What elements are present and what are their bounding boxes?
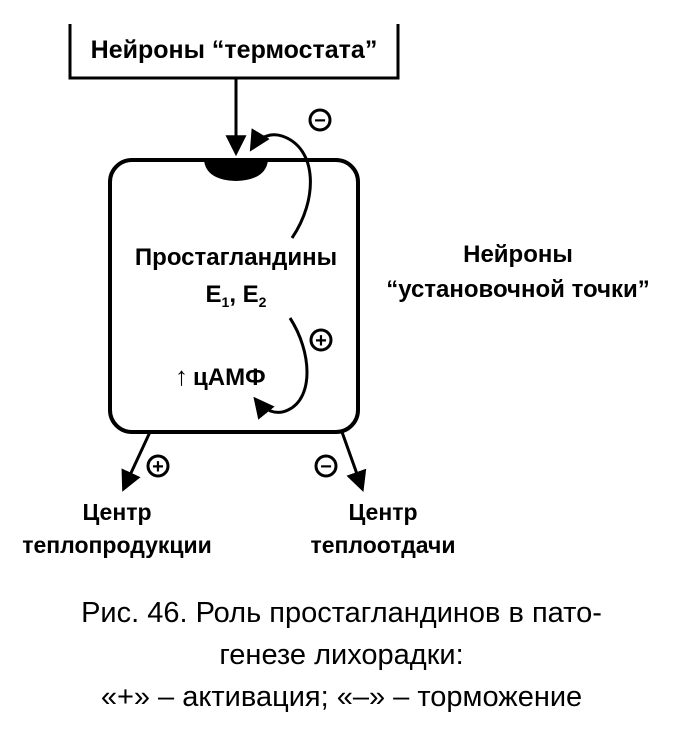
plus-sign-left: + [146, 454, 170, 478]
caption-line-2: генезе лихорадки: [219, 639, 464, 671]
svg-text:−: − [320, 456, 332, 478]
camp-label: цАМФ [193, 364, 266, 391]
setpoint-neurons-label-line1: Нейроны [463, 241, 573, 268]
figure-caption: Рис. 46. Роль простагландинов в пато- ге… [0, 592, 683, 718]
minus-sign-top: − [308, 108, 332, 132]
caption-line-3: «+» – активация; «–» – торможение [100, 681, 583, 713]
setpoint-neurons-label-line2: “установочной точки” [386, 276, 650, 303]
prostaglandins-e1-e2-label: E1, E2 [206, 281, 267, 310]
heat-loss-center-label-line2: теплоотдачи [310, 532, 455, 558]
prostaglandin-fever-diagram: Нейроны “термостата” − Простагландины E1… [22, 24, 650, 558]
negative-feedback-loop [249, 128, 312, 239]
receptor-shape [204, 160, 268, 181]
positive-camp-loop [253, 317, 309, 420]
heat-production-arrow [121, 431, 152, 492]
plus-sign-inner: + [309, 328, 333, 352]
heat-loss-center-label-line1: Центр [348, 499, 417, 525]
heat-production-center-label-line2: теплопродукции [22, 532, 212, 558]
prostaglandins-label: Простагландины [135, 244, 337, 271]
thermostat-neurons-box: Нейроны “термостата” [68, 24, 400, 80]
minus-sign-right: − [314, 454, 338, 478]
heat-production-center-label-line1: Центр [82, 499, 151, 525]
svg-text:−: − [314, 110, 326, 132]
svg-text:+: + [315, 330, 327, 352]
caption-line-1: Рис. 46. Роль простагландинов в пато- [81, 597, 602, 629]
svg-text:+: + [152, 456, 164, 478]
thermostat-label: Нейроны “термостата” [91, 36, 378, 64]
camp-up-arrow-icon: ↑ [175, 361, 188, 391]
heat-loss-arrow [340, 431, 367, 492]
